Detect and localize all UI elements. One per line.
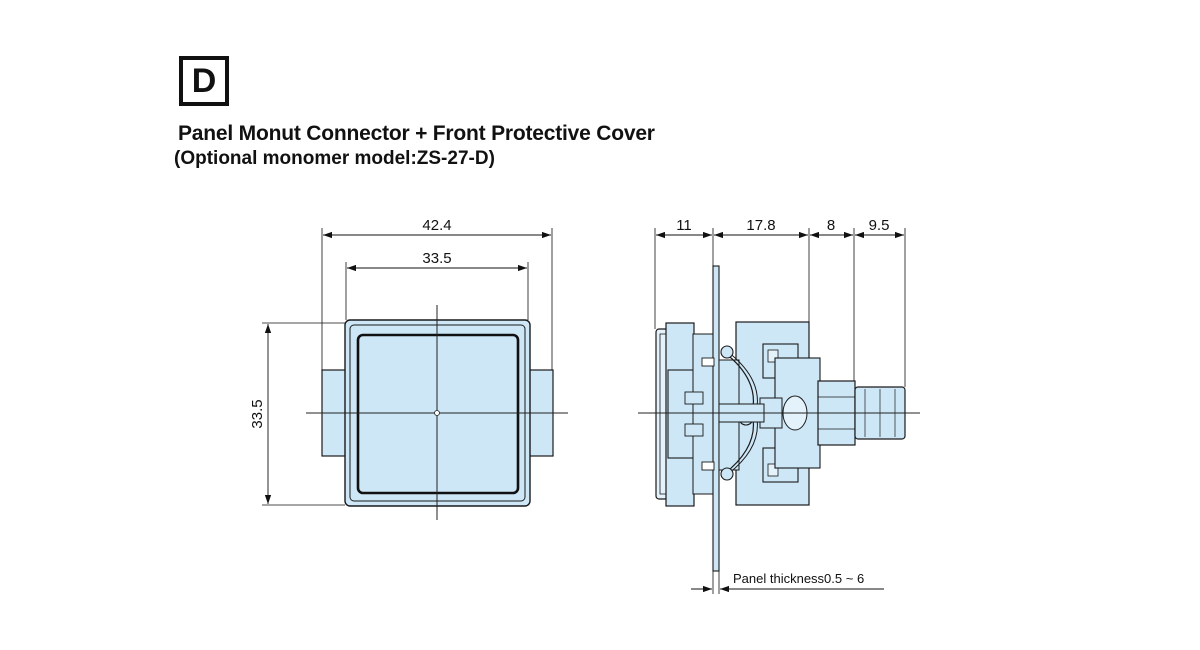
panel-thickness-note: Panel thickness0.5 ~ 6 <box>733 571 864 586</box>
mounting-panel <box>712 265 720 572</box>
dim-side-2: 17.8 <box>746 217 775 234</box>
dim-side-1: 11 <box>676 217 692 234</box>
dim-front-height: 33.5 <box>249 399 266 428</box>
section-badge-letter: D <box>191 62 217 100</box>
section-badge: D <box>179 56 229 106</box>
side-view: 11 17.8 8 9.5 Panel thickness0.5 ~ 6 <box>638 217 920 594</box>
page-title: Panel Monut Connector + Front Protective… <box>178 122 655 145</box>
page-subtitle: (Optional monomer model:ZS-27-D) <box>174 148 495 169</box>
dim-side-4: 9.5 <box>869 217 890 234</box>
front-view: 42.4 33.5 33.5 <box>249 217 568 520</box>
dim-side-3: 8 <box>827 217 835 234</box>
dim-front-width-outer: 42.4 <box>422 217 451 234</box>
dim-front-width-inner: 33.5 <box>422 250 451 267</box>
